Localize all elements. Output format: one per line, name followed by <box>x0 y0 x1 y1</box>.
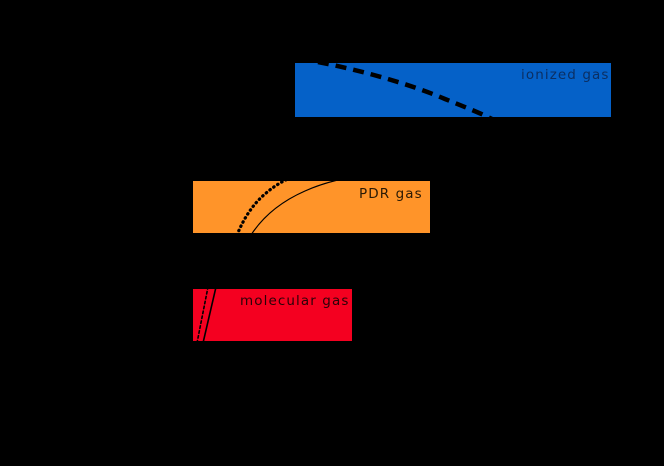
molecular-dotted-curve <box>196 289 209 341</box>
molecular-solid-curve <box>202 289 217 341</box>
ionized-dashed-curve <box>317 63 494 117</box>
band-label-molecular: molecular gas <box>240 293 350 309</box>
band-rect-ionized <box>295 63 611 117</box>
band-rect-pdr <box>193 181 430 233</box>
pdr-dotted-curve <box>236 181 288 233</box>
band-label-pdr: PDR gas <box>359 186 423 202</box>
band-label-ionized: ionized gas <box>521 67 610 83</box>
pdr-solid-curve <box>251 181 337 233</box>
band-rect-molecular <box>193 289 352 341</box>
